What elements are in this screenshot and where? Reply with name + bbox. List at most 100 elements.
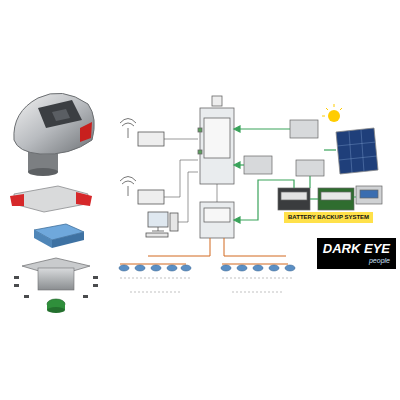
wireless-units-part xyxy=(158,227,159,231)
stud-network-part xyxy=(119,265,129,271)
solar-panel xyxy=(322,104,378,174)
exploded-view-part xyxy=(34,230,52,248)
road-stud-part xyxy=(80,122,92,142)
solar-panel-part xyxy=(349,131,352,173)
wireless-units-part xyxy=(122,123,134,126)
power-arrows-part xyxy=(234,126,240,132)
data-lines-part xyxy=(164,139,198,140)
stud-network-part xyxy=(269,265,279,271)
wireless-units-part xyxy=(148,212,168,227)
solar-panel-part xyxy=(334,104,335,107)
exploded-view-part xyxy=(76,192,92,206)
power-equipment-part xyxy=(281,192,307,200)
controller-boxes-part xyxy=(204,118,230,158)
stud-network-part xyxy=(119,265,295,271)
exploded-view-part xyxy=(52,232,84,248)
exploded-view xyxy=(10,186,98,313)
road-stud-part xyxy=(14,93,94,154)
exploded-view-part xyxy=(38,268,74,290)
wireless-units-part xyxy=(120,119,136,124)
node-title: BATTERY BACKUP SYSTEM xyxy=(288,214,369,221)
controller-boxes-part xyxy=(198,150,202,154)
exploded-view-part xyxy=(83,295,88,298)
data-lines-part xyxy=(217,184,218,202)
stud-network-part xyxy=(120,238,288,264)
wireless-units-part xyxy=(122,181,134,184)
wireless-units xyxy=(120,119,178,238)
stud-network-part xyxy=(120,278,294,292)
wireless-units-part xyxy=(128,186,129,196)
power-arrows xyxy=(234,126,356,223)
power-equipment-part xyxy=(290,120,318,138)
power-arrows-part xyxy=(238,128,290,129)
exploded-view-part xyxy=(14,276,19,279)
exploded-view-part xyxy=(10,194,24,206)
exploded-view-part xyxy=(93,276,98,279)
exploded-view-part xyxy=(47,307,65,313)
power-equipment-part xyxy=(296,160,324,176)
backup-label: BATTERY BACKUP SYSTEM xyxy=(284,212,373,223)
power-arrows-part xyxy=(234,162,240,168)
stud-network-part xyxy=(135,265,145,271)
stud-network-part xyxy=(181,265,191,271)
data-lines xyxy=(164,139,217,222)
controller-boxes-part xyxy=(200,108,234,184)
wireless-units-part xyxy=(152,231,164,232)
node-subtitle: people xyxy=(323,257,390,265)
stud-network-part xyxy=(167,265,177,271)
stud-network-part xyxy=(222,278,294,279)
controller-boxes xyxy=(198,96,234,238)
power-equipment xyxy=(244,120,382,210)
stud-network-part xyxy=(130,292,180,293)
solar-panel-part xyxy=(326,108,328,110)
controller-boxes-part xyxy=(204,208,230,222)
road-stud xyxy=(14,93,94,176)
road-stud-part xyxy=(38,100,82,128)
stud-network-part xyxy=(285,265,295,271)
wireless-units-part xyxy=(120,177,136,182)
solar-panel-part xyxy=(337,142,376,146)
solar-panel-part xyxy=(337,130,377,173)
stud-network-part xyxy=(224,238,286,256)
exploded-view-part xyxy=(14,284,19,287)
power-equipment-part xyxy=(360,190,378,198)
stud-network-part xyxy=(148,238,210,256)
power-arrows-part xyxy=(310,198,318,199)
solar-panel-part xyxy=(322,116,325,117)
controller-boxes-part xyxy=(200,202,234,238)
data-lines-part xyxy=(164,160,198,197)
road-stud-part xyxy=(28,168,58,176)
wireless-units-part xyxy=(128,128,129,138)
stud-network-part xyxy=(120,264,186,265)
power-arrows-part xyxy=(309,176,310,188)
exploded-view-part xyxy=(30,213,32,217)
stud-network-part xyxy=(232,292,284,293)
exploded-view-part xyxy=(24,295,29,298)
stud-network-part xyxy=(151,265,161,271)
power-equipment-part xyxy=(244,156,272,174)
power-equipment-part xyxy=(278,188,310,210)
solar-panel-part xyxy=(328,110,340,122)
stud-network-part xyxy=(120,278,190,279)
stud-network-part xyxy=(222,264,288,265)
solar-panel-part xyxy=(361,130,364,172)
solar-panel-part xyxy=(322,104,342,116)
node-title: DARK EYE xyxy=(323,242,390,257)
power-arrows-part xyxy=(324,149,336,150)
data-lines-part xyxy=(178,172,198,222)
wireless-units-part xyxy=(170,213,178,231)
power-arrows-part xyxy=(354,196,356,197)
road-stud-part xyxy=(52,109,70,121)
solar-panel-part xyxy=(340,108,342,110)
solar-panel-part xyxy=(336,128,378,174)
stud-network-part xyxy=(221,265,231,271)
power-equipment-part xyxy=(318,188,354,210)
power-equipment-part xyxy=(356,186,382,204)
exploded-view-part xyxy=(93,284,98,287)
power-equipment-part xyxy=(321,192,351,200)
solar-panel-part xyxy=(339,156,377,160)
power-arrows-part xyxy=(234,217,240,223)
wireless-units-part xyxy=(146,233,168,237)
